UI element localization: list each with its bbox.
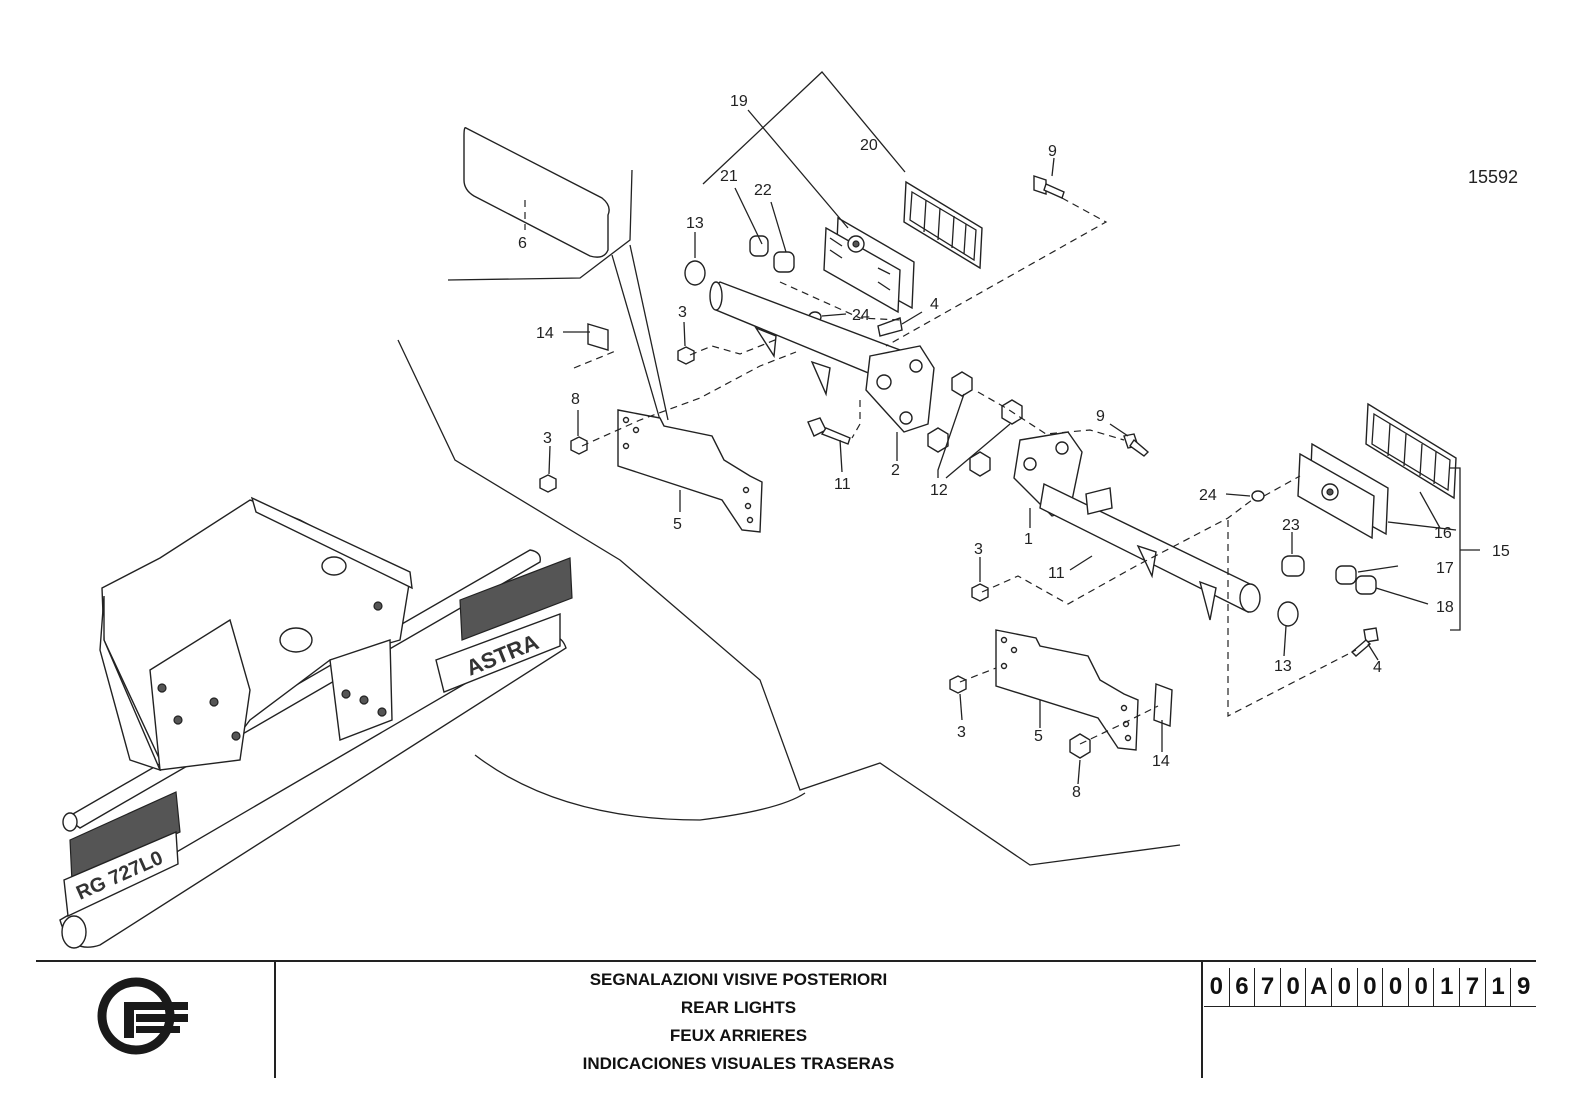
callout-9-right: 9	[1096, 408, 1105, 425]
callout-3-b: 3	[543, 430, 552, 447]
exploded-parts-diagram: 15592	[59, 71, 1518, 949]
callout-3-d: 3	[957, 724, 966, 741]
code-char: 0	[1281, 968, 1307, 1006]
callout-24-top: 24	[852, 307, 870, 324]
callout-19: 19	[730, 93, 748, 110]
callout-20: 20	[860, 137, 878, 154]
leader-lines	[548, 71, 1480, 785]
callout-5-right: 5	[1034, 728, 1043, 745]
callout-4-top: 4	[930, 296, 939, 313]
callout-11-left: 11	[834, 476, 851, 493]
code-char: 0	[1358, 968, 1384, 1006]
callout-3-a: 3	[678, 304, 687, 321]
code-char: 6	[1230, 968, 1256, 1006]
callout-3-c: 3	[974, 541, 983, 558]
callout-11-right: 11	[1048, 565, 1065, 582]
callout-1: 1	[1024, 531, 1033, 548]
context-outline	[397, 169, 1181, 866]
rear-lamp-right	[1297, 402, 1461, 631]
callout-13-top: 13	[686, 215, 704, 232]
callout-12: 12	[930, 482, 948, 499]
title-block-border	[36, 960, 1536, 962]
code-char: 1	[1486, 968, 1512, 1006]
callout-23: 23	[1282, 517, 1300, 534]
title-block-divider-right	[1201, 960, 1203, 1078]
company-logo-icon	[97, 977, 188, 1055]
bulbs-top	[684, 235, 903, 337]
hardware-right	[949, 433, 1379, 759]
callout-4-right: 4	[1373, 659, 1382, 676]
callout-9-top: 9	[1048, 143, 1057, 160]
callout-13-right: 13	[1274, 658, 1292, 675]
code-char: 0	[1204, 968, 1230, 1006]
callout-8-right: 8	[1072, 784, 1081, 801]
callout-18: 18	[1436, 599, 1454, 616]
title-english: REAR LIGHTS	[680, 998, 797, 1017]
code-char: A	[1306, 968, 1333, 1006]
code-char: 1	[1434, 968, 1461, 1006]
hardware-left	[539, 175, 1065, 493]
code-char: 9	[1516, 973, 1531, 1000]
mounting-plate-right	[995, 629, 1173, 751]
document-titles: SEGNALAZIONI VISIVE POSTERIORI REAR LIGH…	[276, 966, 1201, 1078]
callout-5-left: 5	[673, 516, 682, 533]
code-char: 7	[1255, 968, 1281, 1006]
code-char: 7	[1460, 968, 1486, 1006]
title-spanish: INDICACIONES VISUALES TRASERAS	[582, 1054, 895, 1073]
callout-21: 21	[720, 168, 738, 185]
tube-left	[709, 281, 935, 433]
code-char: 0	[1383, 968, 1409, 1006]
sheet-number: 15592	[1468, 167, 1518, 187]
title-block: SEGNALAZIONI VISIVE POSTERIORI REAR LIGH…	[36, 960, 1536, 1078]
callout-8-left: 8	[571, 391, 580, 408]
code-char: 0	[1409, 968, 1435, 1006]
callout-22: 22	[754, 182, 772, 199]
callout-14-left: 14	[536, 325, 554, 342]
callout-16: 16	[1434, 525, 1452, 542]
title-block-divider-left	[274, 960, 276, 1078]
drawing-code: 0 6 7 0 A 0 0 0 0 1 7 1 9	[1204, 968, 1536, 1007]
title-french: FEUX ARRIERES	[669, 1026, 808, 1045]
rear-lamp-left	[823, 180, 983, 314]
title-italian: SEGNALAZIONI VISIVE POSTERIORI	[589, 970, 888, 989]
callout-24-right: 24	[1199, 487, 1217, 504]
callout-labels: 19 20 21 22 9 13 6 3 24 4 14 8 3 9 2 11 …	[518, 93, 1510, 801]
reflector-strip-6	[463, 126, 610, 258]
assembly-guides	[573, 197, 1357, 745]
truck-rear-frame-illustration: ASTRA RG 727L0	[59, 496, 573, 949]
callout-15: 15	[1492, 543, 1510, 560]
code-char: 0	[1332, 968, 1358, 1006]
tube-right	[1013, 431, 1261, 621]
mounting-plate-left	[617, 409, 763, 533]
callout-6: 6	[518, 235, 527, 252]
callout-2: 2	[891, 462, 900, 479]
callout-17: 17	[1436, 560, 1454, 577]
callout-14-right: 14	[1152, 753, 1170, 770]
